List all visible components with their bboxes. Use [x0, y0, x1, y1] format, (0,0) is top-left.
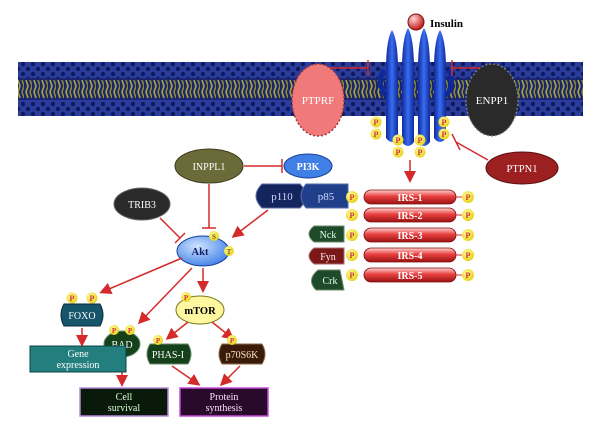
- akt-downstream-arrows: [99, 257, 209, 325]
- inppl1-inhibits-pi3k: [244, 159, 283, 173]
- svg-text:P: P: [466, 271, 471, 280]
- svg-text:IRS-1: IRS-1: [397, 193, 422, 204]
- akt-label: Akt: [192, 247, 209, 258]
- gene-expression-box: Gene expression: [29, 345, 127, 373]
- pi3k-label: PI3K: [297, 162, 320, 173]
- insulin-label: Insulin: [430, 18, 463, 30]
- enpp1-node: ENPP1: [465, 63, 519, 137]
- receptor-phospho-sites: P P P P P P P P: [370, 116, 450, 158]
- insulin-ligand: Insulin: [407, 13, 463, 31]
- ptpn1-node: PTPN1: [485, 151, 559, 185]
- svg-text:P: P: [442, 118, 447, 127]
- irs-4: IRS-4: [363, 247, 457, 263]
- svg-text:P: P: [230, 337, 235, 345]
- phas1-node: PHAS-I P: [146, 335, 192, 365]
- irs-2: IRS-2: [363, 207, 457, 223]
- cell-survival-box: Cell survival: [79, 387, 169, 417]
- svg-text:IRS-4: IRS-4: [397, 251, 422, 262]
- svg-text:P: P: [128, 327, 133, 335]
- adaptor-crk: Crk: [311, 269, 345, 291]
- foxo-node: FOXO P P: [60, 292, 104, 327]
- trib3-label: TRIB3: [128, 200, 156, 211]
- mtor-label: mTOR: [184, 306, 216, 317]
- irs-right-links: [456, 196, 462, 276]
- svg-text:P: P: [466, 231, 471, 240]
- svg-text:P: P: [112, 327, 117, 335]
- protein-synthesis-box: Protein synthesis: [179, 387, 269, 417]
- svg-text:P: P: [350, 211, 355, 220]
- akt-site-s: S: [212, 233, 216, 241]
- svg-text:P: P: [466, 251, 471, 260]
- svg-text:Protein: Protein: [210, 392, 239, 403]
- svg-text:P: P: [184, 294, 189, 302]
- svg-text:P: P: [466, 211, 471, 220]
- irs-3: IRS-3: [363, 227, 457, 243]
- svg-text:Nck: Nck: [320, 230, 337, 241]
- mtor-downstream-arrows: [165, 321, 235, 340]
- akt-regulation-lines: [159, 184, 216, 244]
- receptor-inhibition-lines: [330, 60, 489, 161]
- svg-text:P: P: [350, 193, 355, 202]
- svg-text:P: P: [374, 118, 379, 127]
- akt-site-t: T: [227, 248, 232, 256]
- adaptor-fyn: Fyn: [308, 247, 345, 265]
- irs-5: IRS-5: [363, 267, 457, 283]
- inppl1-label: INPPL1: [193, 162, 226, 173]
- inppl1-node: INPPL1: [174, 148, 244, 184]
- svg-text:IRS-3: IRS-3: [397, 231, 422, 242]
- p70s6k-node: p70S6K P: [218, 335, 266, 365]
- svg-text:P: P: [418, 148, 423, 157]
- svg-text:expression: expression: [57, 360, 100, 371]
- pi3k-node: PI3K p110 p85: [255, 153, 349, 209]
- svg-text:IRS-5: IRS-5: [397, 271, 422, 282]
- svg-text:P: P: [90, 294, 95, 303]
- svg-text:Cell: Cell: [116, 392, 133, 403]
- svg-text:Gene: Gene: [67, 349, 89, 360]
- p110-label: p110: [271, 191, 293, 203]
- irs-stack: IRS-1 IRS-2 IRS-3 IRS-4 IRS-5: [363, 189, 457, 283]
- trib3-node: TRIB3: [113, 187, 171, 221]
- pi3k-to-akt-arrow: [231, 209, 269, 238]
- svg-text:P: P: [418, 136, 423, 145]
- p70s6k-label: p70S6K: [226, 350, 260, 361]
- ptprf-node: PTPRF: [291, 63, 345, 137]
- ptprf-label: PTPRF: [302, 95, 334, 107]
- svg-text:synthesis: synthesis: [206, 403, 243, 414]
- svg-text:P: P: [350, 231, 355, 240]
- phas1-label: PHAS-I: [152, 350, 184, 361]
- p85-label: p85: [318, 191, 335, 203]
- svg-text:P: P: [442, 130, 447, 139]
- svg-text:IRS-2: IRS-2: [397, 211, 422, 222]
- svg-text:survival: survival: [108, 403, 140, 414]
- enpp1-label: ENPP1: [476, 95, 508, 107]
- irs-1: IRS-1: [363, 189, 457, 205]
- ptpn1-label: PTPN1: [507, 164, 538, 175]
- svg-text:P: P: [396, 148, 401, 157]
- insulin-receptor: [378, 28, 454, 146]
- svg-text:P: P: [466, 193, 471, 202]
- akt-node: Akt S T: [176, 231, 234, 267]
- svg-text:P: P: [70, 294, 75, 303]
- foxo-label: FOXO: [68, 311, 95, 322]
- mtor-node: mTOR P: [175, 292, 225, 325]
- svg-text:P: P: [156, 337, 161, 345]
- svg-text:P: P: [374, 130, 379, 139]
- svg-text:P: P: [350, 251, 355, 260]
- svg-text:P: P: [396, 136, 401, 145]
- svg-text:Crk: Crk: [323, 276, 338, 287]
- svg-text:P: P: [350, 271, 355, 280]
- adaptor-nck: Nck: [308, 225, 345, 243]
- svg-text:Fyn: Fyn: [320, 252, 336, 263]
- irs-phospho-sites: P P P P P P P P P P: [346, 191, 474, 281]
